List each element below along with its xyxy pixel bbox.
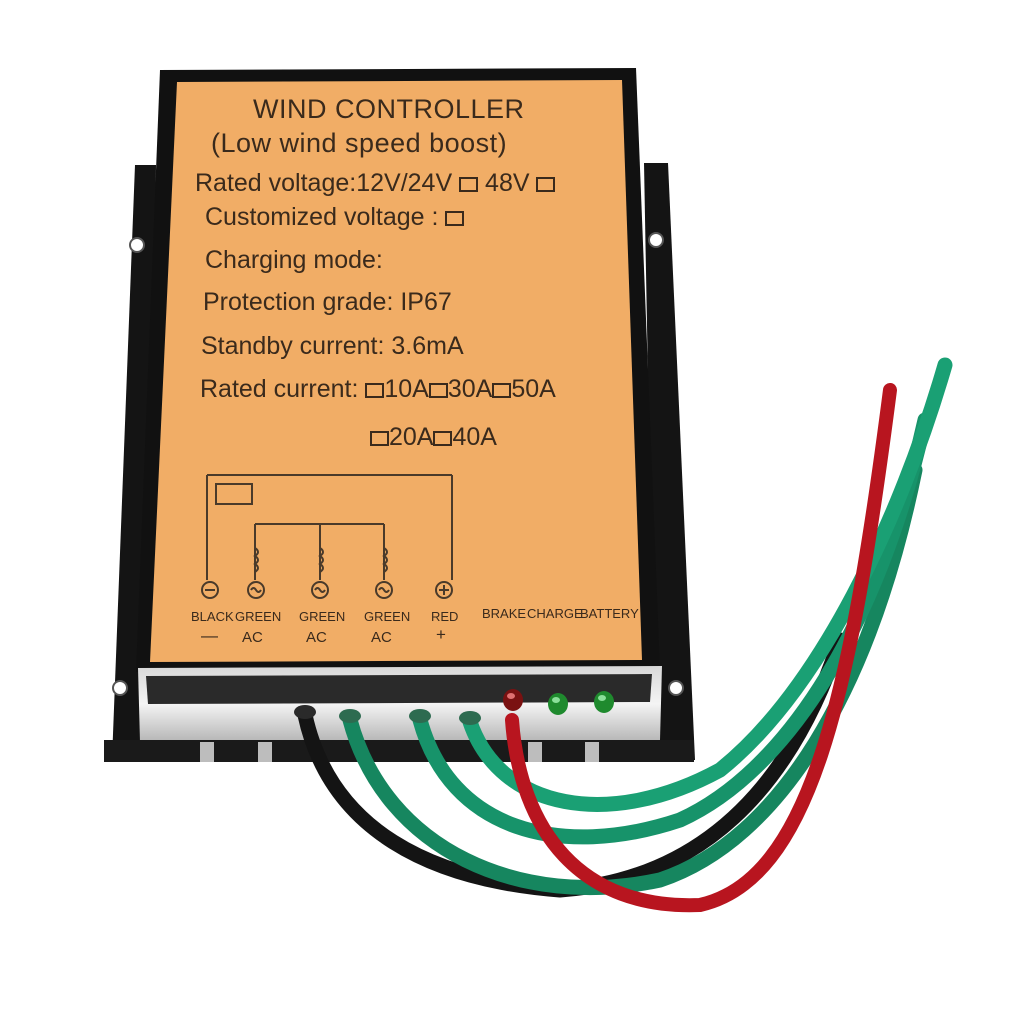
brake-led (503, 689, 523, 711)
terminal-label-green-2: GREEN (299, 609, 346, 624)
checkbox-48v (536, 177, 556, 192)
checkbox-40a (433, 431, 453, 446)
output-wires (297, 357, 953, 913)
checkbox-10a (365, 383, 385, 398)
terminal-sign-green-1: AC (242, 629, 263, 646)
terminal-sign-green-3: AC (371, 629, 392, 646)
indicator-label-brake: BRAKE (482, 606, 527, 621)
indicator-label-charge: CHARGE (527, 606, 583, 621)
checkbox-20a (370, 431, 389, 446)
green-wire-2 (412, 412, 933, 845)
checkbox-30a (428, 383, 448, 398)
rated-voltage-line: Rated voltage:12V/24V 48V (195, 169, 556, 197)
terminal-sign-green-2: AC (306, 629, 327, 646)
red-wire (505, 383, 897, 913)
rated-voltage-text: Rated voltage:12V/24V (195, 169, 453, 197)
terminal-label-red: RED (431, 609, 459, 624)
wiring-diagram (201, 474, 453, 599)
indicator-label-battery: BATTERY (580, 606, 639, 621)
checkbox-12-24v (459, 177, 479, 192)
checkbox-customized-voltage (445, 211, 465, 226)
customized-voltage-line: Customized voltage : (205, 205, 465, 230)
wire-terminals (294, 705, 481, 725)
battery-led (594, 691, 614, 713)
standby-current-line: Standby current: 3.6mA (201, 332, 464, 360)
terminal-sign-red: + (436, 625, 446, 644)
indicator-leds (503, 689, 614, 715)
charging-mode-line: Charging mode: (205, 246, 383, 274)
checkbox-50a (492, 383, 512, 398)
terminal-sign-black: — (201, 626, 218, 645)
charge-led (548, 693, 568, 715)
protection-grade-line: Protection grade: IP67 (203, 288, 452, 316)
orange-label (150, 80, 642, 662)
green-wire-1 (342, 462, 923, 895)
label-title: WIND CONTROLLER (253, 94, 525, 124)
label-subtitle: (Low wind speed boost) (211, 128, 508, 158)
terminal-label-green-1: GREEN (235, 609, 282, 624)
rated-voltage-option-48v: 48V (485, 169, 530, 197)
terminal-label-black: BLACK (191, 609, 234, 624)
terminal-label-green-3: GREEN (364, 609, 411, 624)
